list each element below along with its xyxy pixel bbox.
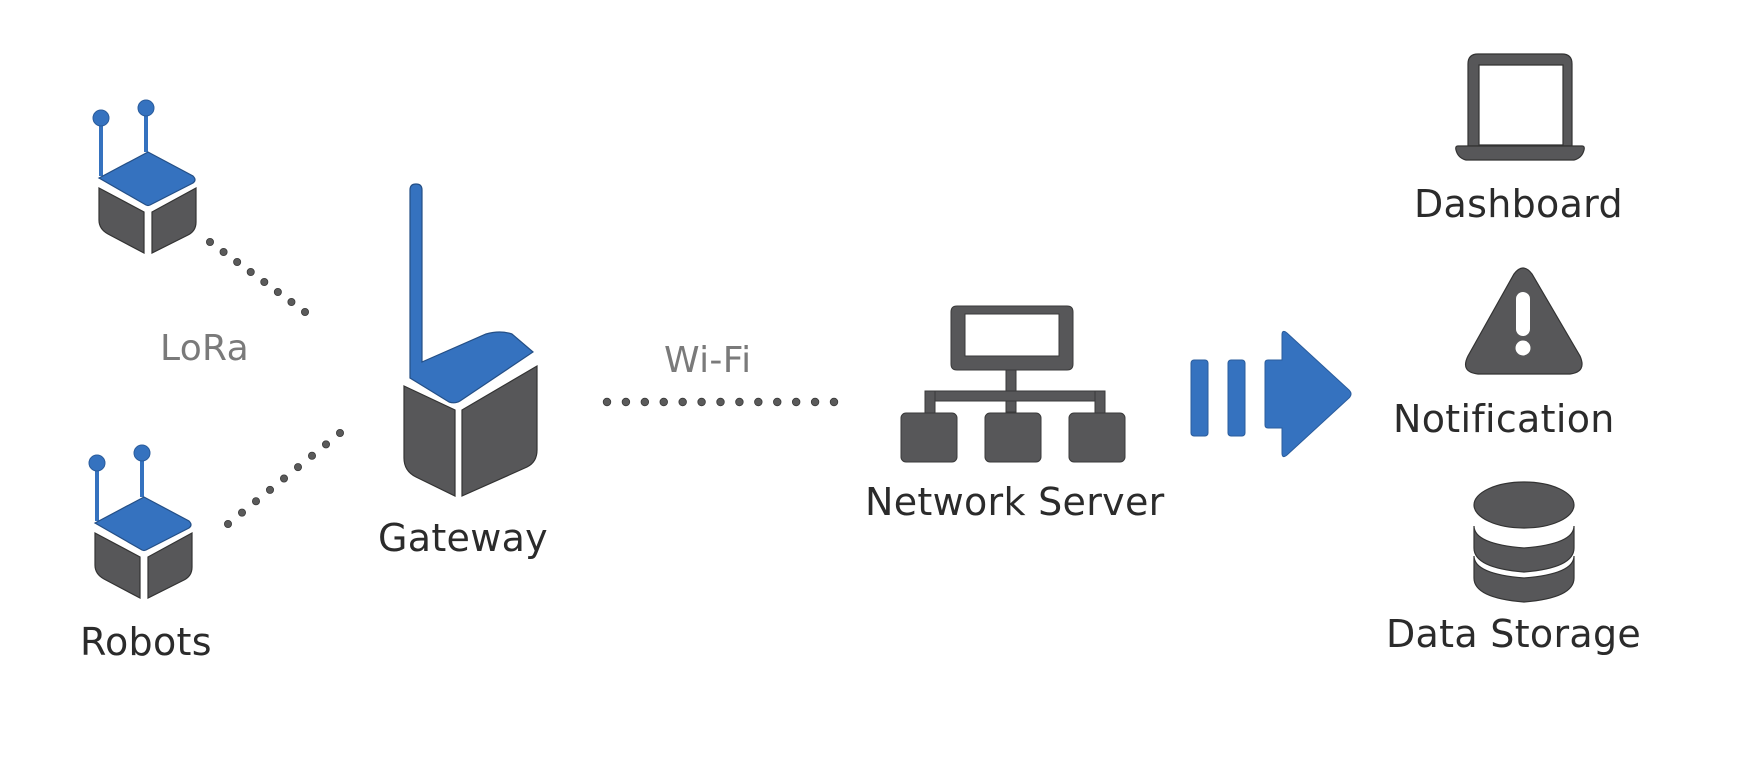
connector-dot [640,397,650,407]
connector-dot [791,397,801,407]
connector-dot [307,451,316,460]
connector-dot [219,247,228,256]
connector-dot [335,428,344,437]
connector-dot [287,297,296,306]
robots-label: Robots [80,620,212,664]
connector-dot [260,277,269,286]
lora-link-dots [205,237,309,316]
database-icon [1473,481,1575,603]
connector-dot [621,397,631,407]
connector-dot [273,287,282,296]
connector-dot [265,485,274,494]
wifi-link-dots [602,397,839,407]
robot-icon [88,444,193,599]
connector-dot [321,440,330,449]
connector-dot [237,508,246,517]
gateway-icon [403,183,538,497]
connector-dot [602,397,612,407]
connector-dot [659,397,668,407]
connector-dot [223,520,232,529]
connector-dot [810,397,820,407]
data-storage-label: Data Storage [1386,612,1642,656]
network-hierarchy-icon [900,305,1126,463]
laptop-icon [1455,53,1585,161]
connector-dot [773,397,782,407]
dashboard-label: Dashboard [1414,182,1623,226]
connector-dot [293,463,302,472]
connector-dot [300,307,309,316]
robot-icon [92,99,197,254]
arrow-right-icon [1190,330,1352,458]
connector-dot [678,397,687,407]
connector-dot [735,397,744,407]
connector-dot [716,397,725,407]
connector-dot [829,397,839,407]
connector-dot [754,397,763,407]
wifi-link-label: Wi-Fi [664,340,752,381]
network-server-label: Network Server [865,480,1165,524]
connector-dot [205,237,214,246]
connector-dot [233,257,242,266]
connector-dot [246,267,255,276]
gateway-label: Gateway [378,516,548,560]
warning-triangle-icon [1465,267,1583,375]
connector-dot [279,474,288,483]
lora-link-dots [223,428,344,529]
connector-dot [697,397,706,407]
lora-link-label: LoRa [160,328,249,369]
connector-dot [251,497,260,506]
notification-label: Notification [1393,397,1615,441]
